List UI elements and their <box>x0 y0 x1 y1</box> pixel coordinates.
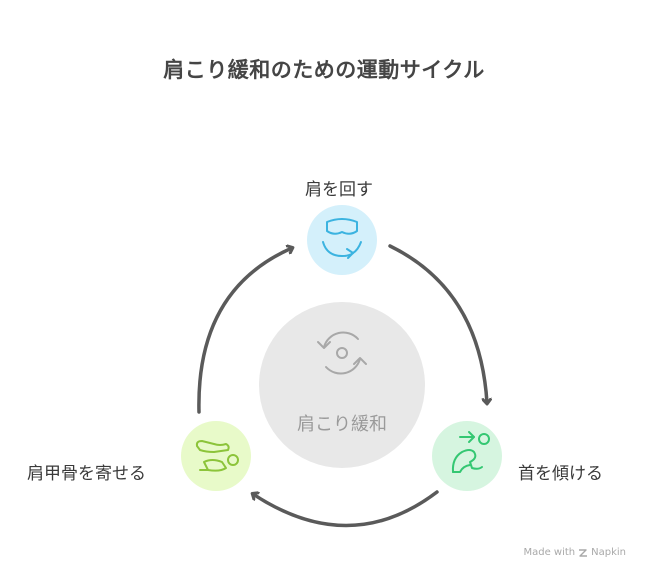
shoulder-blade-squeeze-icon <box>195 440 239 472</box>
center-label: 肩こり緩和 <box>297 414 387 435</box>
credit-text: Made with <box>523 547 576 558</box>
step-circle-shoulder-rotation <box>307 205 377 275</box>
diagram-title: 肩こり緩和のための運動サイクル <box>163 58 485 82</box>
rotate-cycle-icon <box>317 331 367 375</box>
napkin-logo-icon <box>579 548 588 557</box>
arrow-shoulder-to-neck <box>388 244 487 403</box>
credit: Made with Napkin <box>523 547 626 558</box>
step-label-shoulder-rotation: 肩を回す <box>305 180 373 200</box>
shoulder-rotation-icon <box>322 218 362 259</box>
center-circle <box>259 302 425 468</box>
step-label-neck-tilt: 首を傾ける <box>518 464 603 484</box>
arrow-neck-to-blade <box>253 490 439 528</box>
step-circle-shoulder-blade <box>181 421 251 491</box>
arrow-blade-to-shoulder <box>197 248 292 414</box>
credit-brand: Napkin <box>591 547 626 558</box>
neck-tilt-icon <box>451 431 490 473</box>
step-label-shoulder-blade: 肩甲骨を寄せる <box>27 464 146 484</box>
step-circle-neck-tilt <box>432 421 502 491</box>
